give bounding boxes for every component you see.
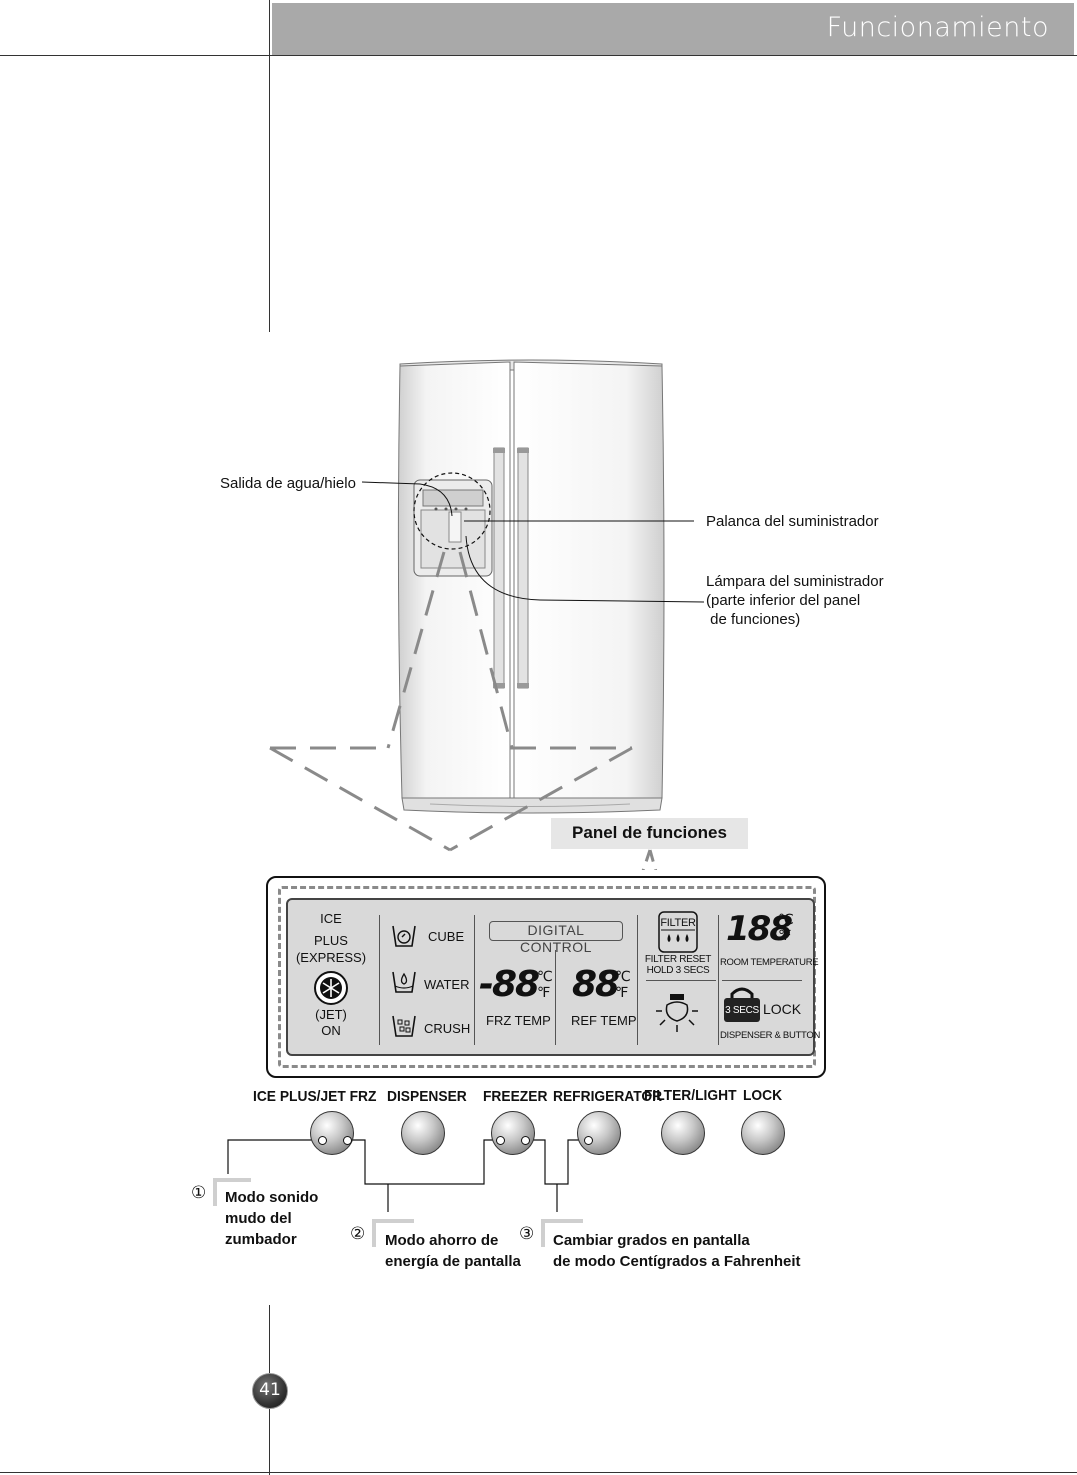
dispenser-button[interactable] bbox=[401, 1111, 445, 1155]
filter-icon bbox=[658, 911, 698, 953]
note-3-line1: Cambiar grados en pantalla bbox=[553, 1232, 750, 1249]
ice-plus-jet-frz-button[interactable] bbox=[310, 1111, 354, 1155]
crushed-ice-icon bbox=[392, 1015, 416, 1037]
refrigerator-temp-display: 88 bbox=[572, 964, 620, 1005]
ice-plus-line2: PLUS bbox=[314, 933, 348, 948]
button-label-freezer: FREEZER bbox=[483, 1088, 548, 1105]
header-bar bbox=[272, 3, 1074, 55]
note-1-line3: zumbador bbox=[225, 1231, 297, 1248]
ice-plus-line1: ICE bbox=[320, 911, 342, 926]
snowflake-fan-icon bbox=[314, 971, 348, 1005]
note-bracket bbox=[213, 1178, 217, 1206]
room-fahrenheit-unit: ℉ bbox=[778, 928, 792, 944]
freezer-button[interactable] bbox=[491, 1111, 535, 1155]
page-title: Funcionamiento bbox=[826, 12, 1049, 43]
ice-plus-line5: ON bbox=[321, 1023, 341, 1038]
bottom-rule bbox=[0, 1472, 1077, 1473]
filter-label: FILTER bbox=[660, 917, 696, 929]
panel-divider bbox=[555, 950, 556, 1045]
digital-control-label: DIGITAL CONTROL bbox=[489, 921, 623, 955]
room-celsius-unit: ℃ bbox=[778, 912, 794, 928]
note-3-number: ③ bbox=[519, 1224, 535, 1243]
label-water-ice-outlet: Salida de agua/hielo bbox=[220, 475, 356, 492]
panel-divider bbox=[474, 915, 475, 1045]
freezer-celsius-unit: ℃ bbox=[537, 969, 553, 985]
button-label-filter-light: FILTER/LIGHT bbox=[644, 1087, 737, 1104]
panel-divider bbox=[718, 915, 719, 1045]
note-1-line1: Modo sonido bbox=[225, 1189, 319, 1206]
label-dispenser-lamp-line1: Lámpara del suministrador bbox=[706, 573, 884, 590]
label-dispenser-lever: Palanca del suministrador bbox=[706, 513, 879, 530]
note-bracket bbox=[541, 1219, 545, 1247]
note-bracket bbox=[372, 1219, 414, 1223]
label-dispenser-lamp-line3: de funciones) bbox=[706, 611, 801, 628]
refrigerator-illustration bbox=[269, 359, 705, 870]
note-3-line2: de modo Centígrados a Fahrenheit bbox=[553, 1253, 801, 1270]
press-point-marker bbox=[318, 1136, 327, 1145]
press-point-marker bbox=[584, 1136, 593, 1145]
panel-title-box bbox=[551, 818, 748, 849]
press-point-marker bbox=[343, 1136, 352, 1145]
refrigerator-fahrenheit-unit: ℉ bbox=[615, 985, 629, 1001]
note-2-number: ② bbox=[350, 1224, 366, 1243]
dispenser-water-label: WATER bbox=[424, 977, 470, 992]
control-panel-display bbox=[286, 898, 815, 1056]
panel-divider bbox=[722, 980, 802, 981]
filter-reset-line1: FILTER RESET bbox=[644, 954, 712, 965]
top-rule bbox=[0, 55, 1077, 56]
panel-title: Panel de funciones bbox=[572, 823, 727, 842]
refrigerator-celsius-unit: ℃ bbox=[615, 969, 631, 985]
note-connector-lines bbox=[227, 1139, 588, 1212]
page-number: 41 bbox=[252, 1373, 288, 1409]
panel-divider bbox=[637, 915, 638, 1045]
ice-cube-icon bbox=[392, 925, 416, 947]
button-label-lock: LOCK bbox=[743, 1087, 783, 1104]
water-drop-icon bbox=[392, 971, 416, 993]
lock-3-secs: 3 SECS bbox=[725, 1005, 759, 1016]
refrigerator-button[interactable] bbox=[577, 1111, 621, 1155]
freezer-temp-display: -88 bbox=[479, 964, 540, 1005]
press-point-marker bbox=[496, 1136, 505, 1145]
lock-button[interactable] bbox=[741, 1111, 785, 1155]
note-1-line2: mudo del bbox=[225, 1210, 292, 1227]
lock-dispenser-button-label: DISPENSER & BUTTON bbox=[720, 1030, 821, 1041]
freezer-temp-label: FRZ TEMP bbox=[486, 1013, 551, 1028]
room-temperature-label: ROOM TEMPERATURE bbox=[720, 957, 819, 968]
note-bracket bbox=[213, 1178, 251, 1182]
panel-divider bbox=[379, 915, 380, 1045]
ice-plus-line4: (JET) bbox=[315, 1007, 347, 1022]
lock-label: LOCK bbox=[763, 1001, 802, 1017]
ice-plus-line3: (EXPRESS) bbox=[295, 950, 367, 965]
note-bracket bbox=[541, 1219, 583, 1223]
button-label-ice-plus: ICE PLUS/JET FRZ bbox=[253, 1088, 377, 1105]
freezer-fahrenheit-unit: ℉ bbox=[537, 985, 551, 1001]
button-label-dispenser: DISPENSER bbox=[387, 1088, 467, 1105]
dispenser-light-icon bbox=[656, 994, 698, 1032]
filter-light-button[interactable] bbox=[661, 1111, 705, 1155]
note-2-line1: Modo ahorro de bbox=[385, 1232, 499, 1249]
note-1-number: ① bbox=[191, 1183, 207, 1202]
dispenser-cube-label: CUBE bbox=[428, 929, 465, 944]
filter-reset-line2: HOLD 3 SECS bbox=[646, 965, 710, 976]
lock-icon bbox=[724, 987, 760, 1022]
note-2-line2: energía de pantalla bbox=[385, 1253, 521, 1270]
refrigerator-temp-label: REF TEMP bbox=[571, 1013, 637, 1028]
left-margin-rule-top bbox=[269, 0, 270, 332]
room-temp-display: 188 bbox=[726, 909, 793, 949]
button-label-refrigerator: REFRIGERATOR bbox=[553, 1088, 663, 1105]
dispenser-crush-label: CRUSH bbox=[424, 1021, 471, 1036]
label-dispenser-lamp-line2: (parte inferior del panel bbox=[706, 592, 861, 609]
press-point-marker bbox=[521, 1136, 530, 1145]
panel-divider bbox=[646, 980, 716, 981]
note-bracket bbox=[372, 1219, 376, 1247]
